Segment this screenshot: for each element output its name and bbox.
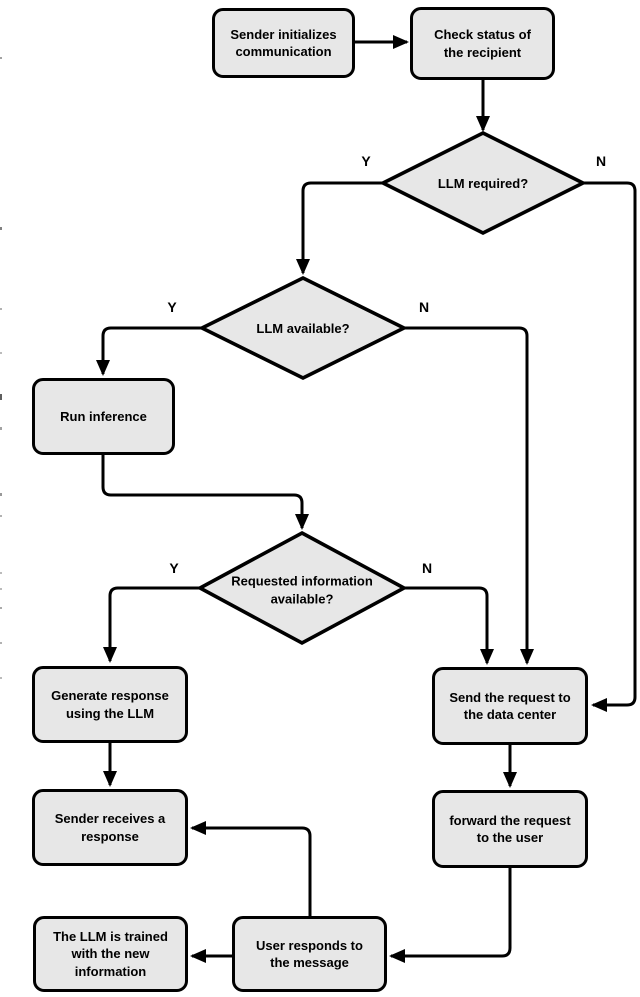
edge-info-no	[404, 586, 494, 665]
node-llm-trained: The LLM is trained with the new informat…	[33, 916, 188, 992]
decision-label-llm-available: LLM available?	[256, 321, 350, 337]
decision-label-info-available: Requested information available?	[231, 573, 373, 606]
decision-diamond-llm-required	[378, 130, 588, 236]
node-forward-request: forward the request to the user	[432, 790, 588, 868]
node-check-status: Check status of the recipient	[410, 7, 555, 80]
edge-inference-to-info	[101, 455, 309, 530]
edge-llm-required-no	[583, 181, 637, 712]
decision-diamond-info-available	[196, 530, 408, 646]
node-run-inference: Run inference	[32, 378, 175, 455]
branch-label-info-available-yes: Y	[169, 560, 179, 576]
edge-llm-available-no	[404, 326, 534, 665]
branch-label-llm-available-yes: Y	[167, 299, 177, 315]
left-edge-text-artifact	[0, 0, 3, 997]
node-user-responds: User responds to the message	[232, 916, 387, 992]
node-sender-initializes: Sender initializes communication	[212, 8, 355, 78]
decision-diamonds	[196, 130, 588, 646]
edge-info-yes	[103, 586, 200, 663]
branch-label-llm-required-no: N	[595, 153, 607, 169]
connector-arrows	[96, 35, 637, 963]
edge-llm-available-yes	[96, 326, 202, 376]
edge-user-to-receives	[190, 821, 312, 916]
edge-forward-to-user	[389, 868, 512, 963]
node-generate-response: Generate response using the LLM	[32, 666, 188, 743]
node-sender-receives: Sender receives a response	[32, 789, 188, 866]
decision-label-llm-required: LLM required?	[437, 176, 529, 192]
decision-diamond-llm-available	[197, 275, 409, 381]
branch-label-llm-required-yes: Y	[361, 153, 371, 169]
branch-label-info-available-no: N	[421, 560, 433, 576]
branch-label-llm-available-no: N	[418, 299, 430, 315]
node-send-request: Send the request to the data center	[432, 667, 588, 745]
edge-llm-required-yes	[296, 181, 383, 275]
